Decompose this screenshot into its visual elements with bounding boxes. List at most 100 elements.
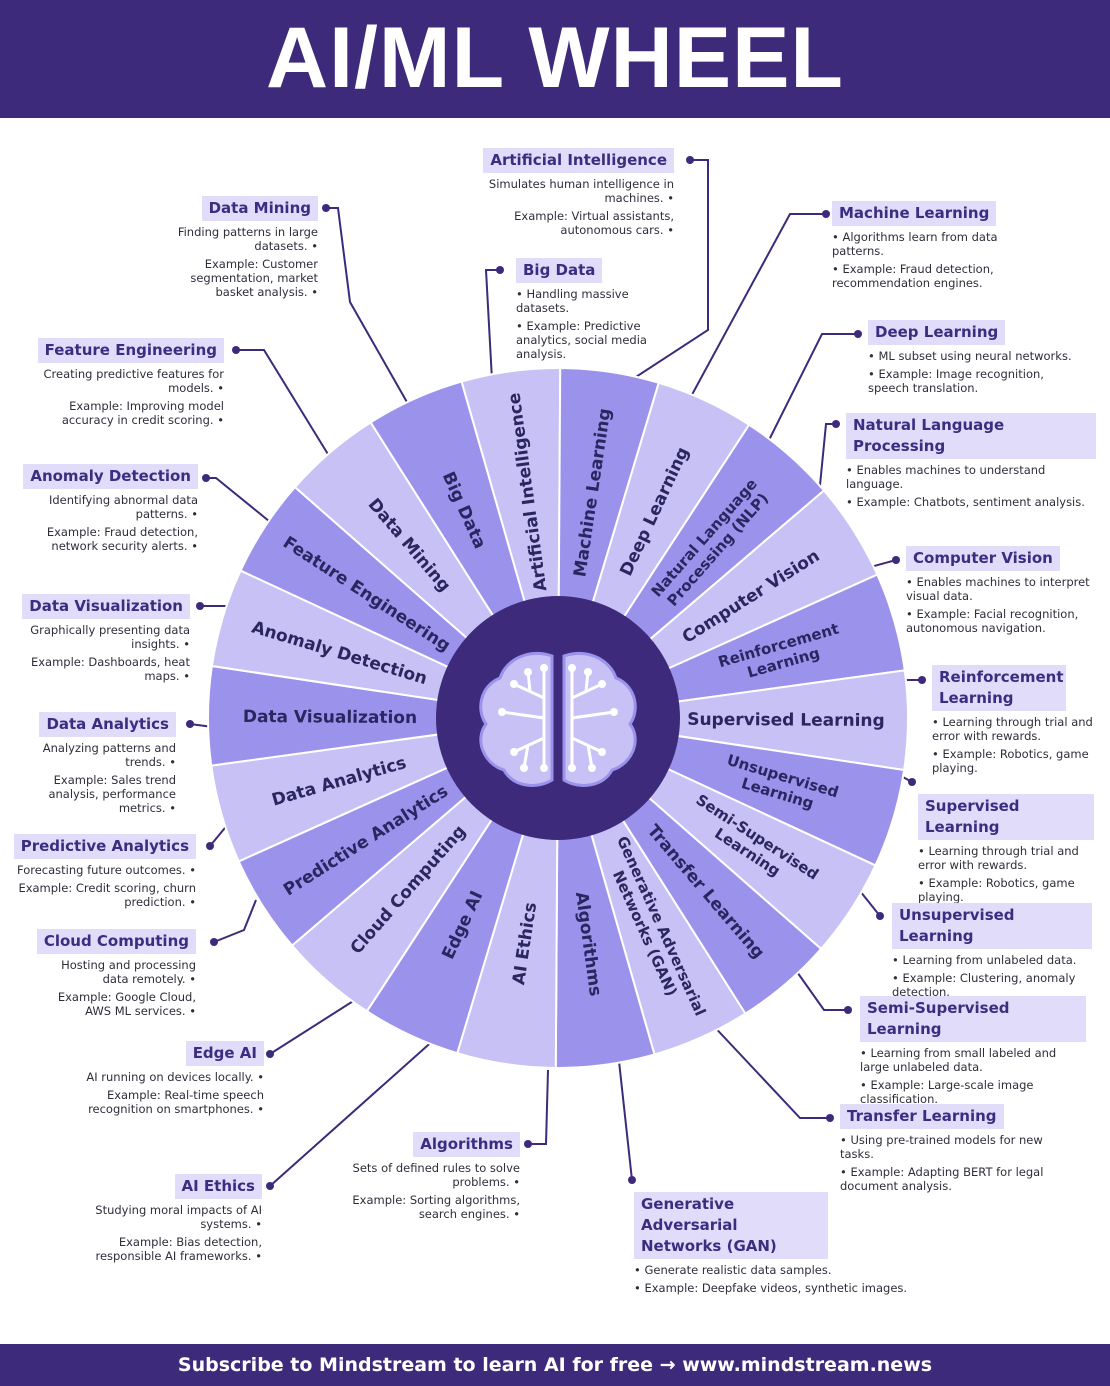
- connector-line: [789, 961, 848, 1011]
- callout-title: Deep Learning: [868, 320, 1006, 345]
- callout-item: Studying moral impacts of AI systems.: [84, 1203, 262, 1231]
- connector-line: [761, 333, 858, 455]
- callout-item: Analyzing patterns and trends.: [18, 741, 176, 769]
- connector-dot: [524, 1140, 532, 1148]
- callout-item: Using pre-trained models for new tasks.: [840, 1133, 1060, 1161]
- callout-title: AI Ethics: [174, 1174, 262, 1199]
- callout-supervised-learning: Supervised Learning Learning through tri…: [918, 794, 1094, 904]
- callout-title: Algorithms: [413, 1132, 520, 1157]
- callout-machine-learning: Machine Learning Algorithms learn from d…: [832, 201, 1022, 290]
- callout-title: Supervised Learning: [918, 794, 1094, 840]
- callout-title: Big Data: [516, 258, 603, 283]
- callout-item: Handling massive datasets.: [516, 287, 656, 315]
- callout-ai-ethics: AI Ethics Studying moral impacts of AI s…: [84, 1174, 262, 1263]
- callout-item: Example: Robotics, game playing.: [932, 747, 1100, 775]
- callout-item: Algorithms learn from data patterns.: [832, 230, 1022, 258]
- callout-data-analytics: Data Analytics Analyzing patterns and tr…: [18, 712, 176, 815]
- callout-predictive-analytics: Predictive Analytics Forecasting future …: [6, 834, 196, 909]
- callout-feature-engineering: Feature Engineering Creating predictive …: [30, 338, 224, 427]
- callout-item: Example: Google Cloud, AWS ML services.: [36, 990, 196, 1018]
- callout-item: Example: Virtual assistants, autonomous …: [474, 209, 674, 237]
- callout-item: Example: Bias detection, responsible AI …: [84, 1235, 262, 1263]
- callout-item: Example: Predictive analytics, social me…: [516, 319, 656, 361]
- callout-title: Generative Adversarial Networks (GAN): [634, 1192, 828, 1259]
- connector-line: [269, 1037, 437, 1187]
- callout-title: Edge AI: [185, 1041, 264, 1066]
- callout-item: Example: Large-scale image classificatio…: [860, 1078, 1086, 1106]
- connector-line: [484, 269, 500, 381]
- footer-text: Subscribe to Mindstream to learn AI for …: [177, 1354, 933, 1376]
- callout-title: Natural Language Processing: [846, 413, 1096, 459]
- connector-dot: [628, 1176, 636, 1184]
- callout-title: Cloud Computing: [36, 929, 196, 954]
- connector-line: [236, 349, 335, 465]
- callout-title: Artificial Intelligence: [483, 148, 674, 173]
- connector-line: [687, 213, 826, 403]
- callout-item: Example: Improving model accuracy in cre…: [30, 399, 224, 427]
- callout-title: Anomaly Detection: [23, 464, 198, 489]
- connector-dot: [826, 1114, 834, 1122]
- callout-item: Example: Adapting BERT for legal documen…: [840, 1165, 1060, 1193]
- connector-dot: [322, 204, 330, 212]
- callout-item: Simulates human intelligence in machines…: [474, 177, 674, 205]
- callout-item: Example: Sorting algorithms, search engi…: [336, 1193, 520, 1221]
- connector-dot: [266, 1182, 274, 1190]
- callout-transfer-learning: Transfer Learning Using pre-trained mode…: [840, 1104, 1060, 1193]
- connector-dot: [844, 1006, 852, 1014]
- callout-item: Identifying abnormal data patterns.: [22, 493, 198, 521]
- callout-title: Reinforcement Learning: [932, 665, 1066, 711]
- wheel-segment-label: Supervised Learning: [687, 710, 885, 731]
- callout-item: Graphically presenting data insights.: [8, 623, 190, 651]
- callout-item: Example: Deepfake videos, synthetic imag…: [634, 1281, 924, 1295]
- callout-semi-supervised-learning: Semi-Supervised Learning Learning from s…: [860, 996, 1086, 1106]
- callout-cloud-computing: Cloud Computing Hosting and processing d…: [36, 929, 196, 1018]
- callout-title: Data Analytics: [39, 712, 176, 737]
- callout-title: Machine Learning: [832, 201, 997, 226]
- callout-item: Example: Real-time speech recognition on…: [76, 1088, 264, 1116]
- connector-dot: [186, 720, 194, 728]
- callout-item: Example: Credit scoring, churn predictio…: [6, 881, 196, 909]
- connector-dot: [232, 346, 240, 354]
- connector-dot: [266, 1050, 274, 1058]
- callout-item: Example: Sales trend analysis, performan…: [18, 773, 176, 815]
- callout-item: Example: Fraud detection, recommendation…: [832, 262, 1022, 290]
- callout-item: Creating predictive features for models.: [30, 367, 224, 395]
- callout-title: Feature Engineering: [37, 338, 224, 363]
- callout-item: Example: Fraud detection, network securi…: [22, 525, 198, 553]
- callout-algorithms: Algorithms Sets of defined rules to solv…: [336, 1132, 520, 1221]
- callout-title: Data Visualization: [22, 594, 190, 619]
- connector-dot: [196, 602, 204, 610]
- wheel-segment-label: Data Visualization: [243, 707, 417, 728]
- callout-item: Enables machines to understand language.: [846, 463, 1096, 491]
- footer-banner: Subscribe to Mindstream to learn AI for …: [0, 1344, 1110, 1386]
- callout-title: Unsupervised Learning: [892, 903, 1092, 949]
- brain-circuit-icon: [479, 651, 637, 787]
- callout-gan: Generative Adversarial Networks (GAN) Ge…: [634, 1192, 924, 1295]
- callout-item: Example: Robotics, game playing.: [918, 876, 1094, 904]
- callout-title: Computer Vision: [906, 546, 1060, 571]
- connector-line: [621, 159, 709, 387]
- callout-data-visualization: Data Visualization Graphically presentin…: [8, 594, 190, 683]
- callout-deep-learning: Deep Learning ML subset using neural net…: [868, 320, 1088, 395]
- connector-dot: [876, 912, 884, 920]
- connector-dot: [496, 266, 504, 274]
- callout-item: Learning from unlabeled data.: [892, 953, 1092, 967]
- connector-line: [707, 1019, 830, 1119]
- callout-item: AI running on devices locally.: [76, 1070, 264, 1084]
- header-banner: AI/ML WHEEL: [0, 0, 1110, 118]
- callout-item: Generate realistic data samples.: [634, 1263, 924, 1277]
- connector-dot: [202, 474, 210, 482]
- callout-item: Example: Image recognition, speech trans…: [868, 367, 1088, 395]
- connector-line: [528, 1069, 549, 1145]
- callout-title: Transfer Learning: [840, 1104, 1004, 1129]
- callout-title: Predictive Analytics: [13, 834, 196, 859]
- callout-item: ML subset using neural networks.: [868, 349, 1088, 363]
- wheel-hub: [436, 596, 680, 840]
- connector-dot: [908, 778, 916, 786]
- connector-line: [213, 899, 257, 943]
- connector-line: [326, 207, 417, 419]
- connector-dot: [686, 156, 694, 164]
- callout-item: Hosting and processing data remotely.: [36, 958, 196, 986]
- callout-nlp: Natural Language Processing Enables mach…: [846, 413, 1096, 509]
- connector-dot: [206, 842, 214, 850]
